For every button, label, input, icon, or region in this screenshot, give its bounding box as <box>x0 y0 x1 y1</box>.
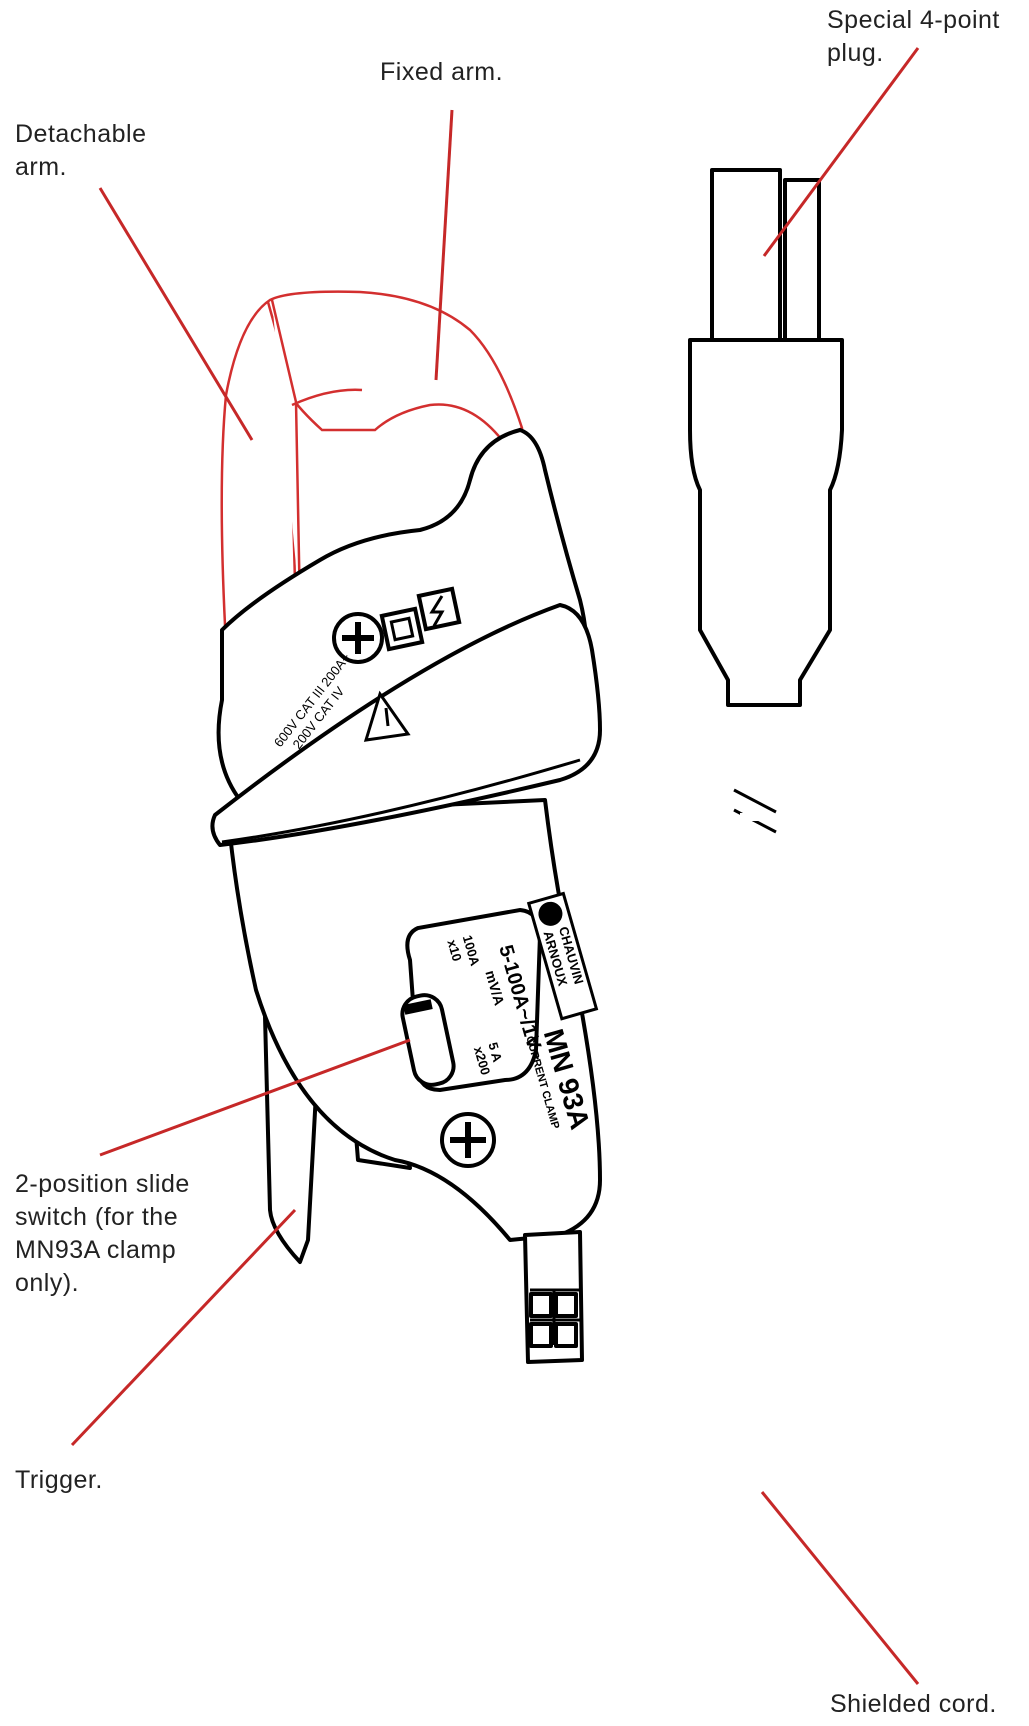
brand-logo: CHAUVIN ARNOUX <box>526 891 599 1021</box>
leader-trigger <box>70 1208 297 1447</box>
shielded-cord <box>542 700 777 1711</box>
lightning-icon <box>416 586 462 632</box>
leader-fixed-arm <box>434 109 454 381</box>
leader-slide-switch <box>99 1038 411 1157</box>
slide-switch-panel: 100A x10 mV/A 5 A x200 5-100A~/1V~ <box>399 907 548 1093</box>
label-trigger: Trigger. <box>15 1466 103 1494</box>
plug <box>688 168 844 707</box>
double-insulation-icon <box>379 606 425 652</box>
leader-shielded-cord <box>760 1491 920 1685</box>
clamp-body: 600V CAT III 200A~ 200V CAT IV 100A x10 … <box>210 428 602 1364</box>
warning-icon <box>363 690 411 742</box>
leader-lines <box>70 47 920 1685</box>
leader-plug <box>762 47 920 257</box>
label-plug: Special 4-point plug. <box>827 6 1000 67</box>
switch-top-line-2: x10 <box>444 938 464 963</box>
label-slide-switch: 2-position slide switch (for the MN93A c… <box>15 1170 190 1297</box>
label-shielded-cord: Shielded cord. <box>830 1690 997 1718</box>
clamp-jaws <box>220 290 524 627</box>
switch-bottom-line-1: 5 A <box>485 1041 505 1065</box>
leader-detachable-arm <box>98 187 254 441</box>
slide-switch[interactable] <box>399 992 457 1088</box>
screw-icon <box>332 612 384 664</box>
label-fixed-arm: Fixed arm. <box>380 58 504 86</box>
label-detachable-arm: Detachable arm. <box>15 120 147 181</box>
screw-icon <box>440 1112 496 1168</box>
